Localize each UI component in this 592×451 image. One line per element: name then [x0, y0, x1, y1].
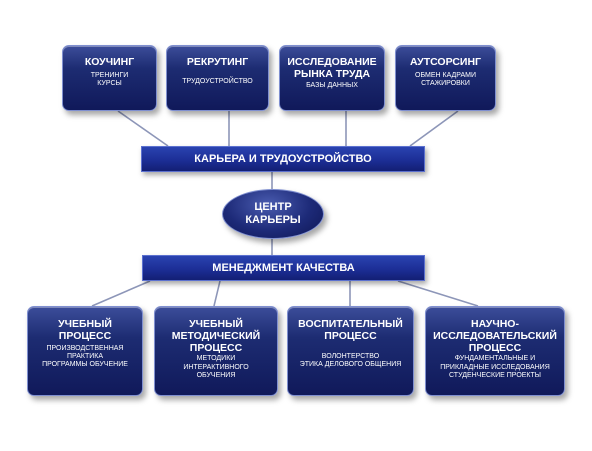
connector-outsourcing — [409, 110, 459, 147]
career-employment-bar: КАРЬЕРА И ТРУДОУСТРОЙСТВО — [141, 146, 425, 172]
connector-study — [91, 280, 151, 307]
outsourcing-box: АУТСОРСИНГ ОБМЕН КАДРАМИ СТАЖИРОВКИ — [395, 45, 496, 111]
coaching-box: КОУЧИНГ ТРЕНИНГИ КУРСЫ — [62, 45, 157, 111]
research-process-box: НАУЧНО- ИССЛЕДОВАТЕЛЬСКИЙ ПРОЦЕСС ФУНДАМ… — [425, 306, 565, 396]
methodical-process-subtitle: МЕТОДИКИ ИНТЕРАКТИВНОГО ОБУЧЕНИЯ — [183, 355, 249, 380]
methodical-process-box: УЧЕБНЫЙ МЕТОДИЧЕСКИЙ ПРОЦЕСС МЕТОДИКИ ИН… — [154, 306, 278, 396]
connector-research-process — [397, 280, 479, 307]
quality-management-bar: МЕНЕДЖМЕНТ КАЧЕСТВА — [142, 255, 425, 281]
connector-coaching — [117, 110, 169, 147]
labor-market-research-title: ИССЛЕДОВАНИЕ РЫНКА ТРУДА — [287, 56, 377, 80]
study-process-subtitle: ПРОИЗВОДСТВЕННАЯ ПРАКТИКА ПРОГРАММЫ ОБУЧ… — [42, 344, 128, 369]
career-center-line-2: КАРЬЕРЫ — [245, 214, 301, 226]
coaching-subtitle: ТРЕНИНГИ КУРСЫ — [90, 71, 129, 88]
research-process-subtitle: ФУНДАМЕНТАЛЬНЫЕ И ПРИКЛАДНЫЕ ИССЛЕДОВАНИ… — [440, 355, 550, 380]
study-process-box: УЧЕБНЫЙ ПРОЦЕСС ПРОИЗВОДСТВЕННАЯ ПРАКТИК… — [27, 306, 143, 396]
labor-market-research-box: ИССЛЕДОВАНИЕ РЫНКА ТРУДА БАЗЫ ДАННЫХ — [279, 45, 385, 111]
outsourcing-title: АУТСОРСИНГ — [409, 56, 482, 68]
recruiting-subtitle: ТРУДОУСТРОЙСТВО — [182, 77, 253, 85]
career-center-ellipse: ЦЕНТР КАРЬЕРЫ — [222, 189, 324, 239]
upbringing-process-box: ВОСПИТАТЕЛЬНЫЙ ПРОЦЕСС ВОЛОНТЕРСТВО ЭТИК… — [287, 306, 414, 396]
recruiting-box: РЕКРУТИНГ ТРУДОУСТРОЙСТВО — [166, 45, 269, 111]
quality-management-label: МЕНЕДЖМЕНТ КАЧЕСТВА — [212, 262, 355, 274]
upbringing-process-subtitle: ВОЛОНТЕРСТВО ЭТИКА ДЕЛОВОГО ОБЩЕНИЯ — [299, 352, 402, 368]
labor-market-research-subtitle: БАЗЫ ДАННЫХ — [306, 81, 358, 89]
upbringing-process-title: ВОСПИТАТЕЛЬНЫЙ ПРОЦЕСС — [298, 318, 403, 342]
study-process-title: УЧЕБНЫЙ ПРОЦЕСС — [58, 318, 112, 342]
research-process-title: НАУЧНО- ИССЛЕДОВАТЕЛЬСКИЙ ПРОЦЕСС — [433, 318, 557, 354]
career-employment-label: КАРЬЕРА И ТРУДОУСТРОЙСТВО — [194, 153, 372, 165]
career-center-line-1: ЦЕНТР — [254, 201, 292, 214]
methodical-process-title: УЧЕБНЫЙ МЕТОДИЧЕСКИЙ ПРОЦЕСС — [171, 318, 261, 354]
outsourcing-subtitle: ОБМЕН КАДРАМИ СТАЖИРОВКИ — [415, 71, 476, 88]
connector-method — [213, 280, 221, 307]
recruiting-title: РЕКРУТИНГ — [186, 56, 249, 68]
coaching-title: КОУЧИНГ — [84, 56, 135, 68]
